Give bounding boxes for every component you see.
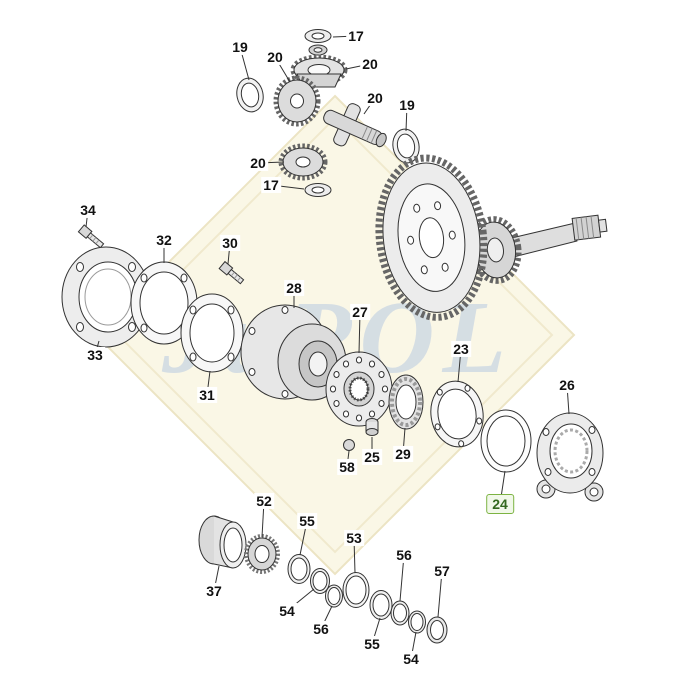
differential-case-28: [240, 304, 347, 401]
seal-ring-55-left: [287, 554, 311, 584]
part-label-34[interactable]: 34: [78, 201, 98, 219]
seal-ring-57: [426, 616, 448, 644]
bearing-housing-26: [536, 412, 604, 502]
pinion-gear-left-20: [273, 75, 321, 127]
crown-wheel-and-pinion: [375, 154, 608, 321]
seal-ring-54-left: [310, 568, 330, 594]
part-label-20[interactable]: 20: [360, 55, 380, 73]
bearing-29: [388, 374, 424, 430]
part-label-31[interactable]: 31: [197, 386, 217, 404]
bolt-34: [77, 224, 105, 249]
part-label-55[interactable]: 55: [362, 635, 382, 653]
gasket-32: [130, 261, 198, 345]
thrust-washer-17-top: [304, 29, 332, 43]
part-label-25[interactable]: 25: [362, 448, 382, 466]
seal-cup-37: [198, 515, 247, 569]
part-label-20[interactable]: 20: [365, 89, 385, 107]
lock-ball-58: [343, 439, 355, 451]
crown-wheel-teeth: [375, 154, 488, 321]
crown-wheel-bolt-holes: [407, 201, 456, 275]
part-label-55[interactable]: 55: [297, 512, 317, 530]
gasket-23: [430, 380, 484, 448]
part-label-53[interactable]: 53: [344, 529, 364, 547]
part-label-17[interactable]: 17: [261, 176, 281, 194]
splined-bushing-52: [244, 534, 280, 574]
part-label-29[interactable]: 29: [393, 445, 413, 463]
seal-kit-row: [198, 515, 448, 644]
part-label-17[interactable]: 17: [346, 27, 366, 45]
pinion-gear-lower-20: [278, 143, 328, 181]
spline-hub-small: [308, 44, 328, 56]
part-label-28[interactable]: 28: [284, 279, 304, 297]
part-label-26[interactable]: 26: [557, 376, 577, 394]
part-label-52[interactable]: 52: [254, 492, 274, 510]
companion-flange-27: [325, 351, 393, 427]
seal-ring-54-right: [408, 610, 426, 634]
part-label-32[interactable]: 32: [154, 231, 174, 249]
gasket-31: [180, 293, 244, 373]
spacer-ring-53: [342, 572, 370, 608]
part-label-24-highlighted[interactable]: 24: [486, 493, 514, 515]
spider-shaft-20: [323, 103, 387, 148]
differential-gear-set: [236, 29, 420, 197]
part-label-19[interactable]: 19: [397, 96, 417, 114]
part-label-20[interactable]: 20: [248, 154, 268, 172]
thrust-washer-19-right: [392, 128, 420, 164]
part-label-58[interactable]: 58: [337, 458, 357, 476]
part-label-37[interactable]: 37: [204, 582, 224, 600]
part-label-56[interactable]: 56: [311, 620, 331, 638]
carrier-assembly-row: [61, 224, 604, 502]
part-label-57[interactable]: 57: [432, 562, 452, 580]
thrust-washer-17-bottom: [304, 183, 332, 197]
part-label-54[interactable]: 54: [401, 650, 421, 668]
part-label-23[interactable]: 23: [451, 340, 471, 358]
bolt-30: [218, 260, 245, 285]
part-label-54[interactable]: 54: [277, 602, 297, 620]
seal-ring-55-right: [369, 590, 393, 620]
part-label-33[interactable]: 33: [85, 346, 105, 364]
thrust-washer-19-left: [236, 77, 264, 113]
pinion-gear-teeth: [469, 216, 522, 284]
part-label-30[interactable]: 30: [220, 234, 240, 252]
seal-ring-56-left: [325, 584, 343, 608]
part-label-19[interactable]: 19: [230, 38, 250, 56]
part-label-20[interactable]: 20: [265, 48, 285, 66]
bushing-25: [365, 418, 379, 436]
part-label-27[interactable]: 27: [350, 303, 370, 321]
shim-24: [480, 409, 532, 473]
bearing-cover-33: [61, 246, 151, 348]
part-label-56[interactable]: 56: [394, 546, 414, 564]
